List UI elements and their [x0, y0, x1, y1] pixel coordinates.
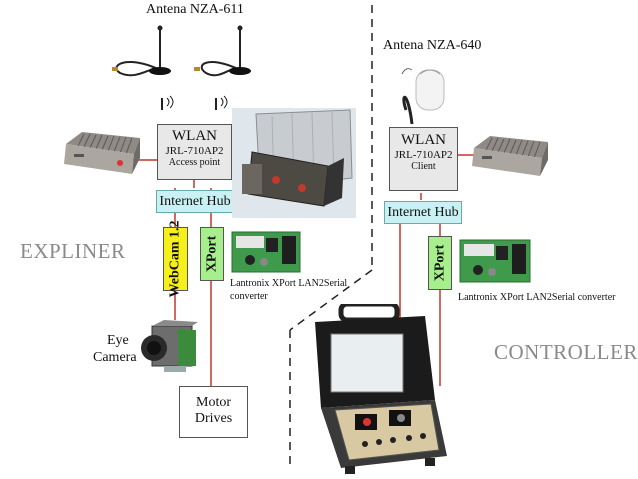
- xport-right-box: XPort: [428, 236, 452, 290]
- region-controller-label: CONTROLLER: [494, 340, 638, 364]
- wlan-title: WLAN: [172, 128, 217, 144]
- xport-left-box: XPort: [200, 227, 224, 281]
- antenna-left-label: Antena NZA-611: [146, 2, 244, 17]
- eye-camera-icon: [141, 320, 198, 372]
- wlan-client-box: WLAN JRL-710AP2 Client: [389, 127, 458, 191]
- xport-board-right-icon: [459, 239, 531, 283]
- camera-label-line2: Camera: [93, 350, 137, 365]
- divider-diagonal: [289, 269, 373, 331]
- webcam-label: WebCam 1.2: [167, 220, 183, 298]
- xport-board-left-icon: [231, 231, 301, 273]
- camera-label-line1: Eye: [107, 333, 129, 348]
- controller-case-photo: [315, 304, 447, 474]
- wlan-mode: Access point: [168, 157, 221, 168]
- wlan-access-point-box: WLAN JRL-710AP2 Access point: [157, 124, 232, 180]
- motor-label-line2: Drives: [194, 411, 233, 426]
- motor-drives-box: Motor Drives: [179, 386, 248, 438]
- antenna-nza611-icon: [112, 25, 251, 77]
- wlan-model: JRL-710AP2: [165, 145, 224, 157]
- wifi-signal-icon: [215, 95, 228, 110]
- motor-label-line1: Motor: [196, 395, 231, 410]
- antenna-right-label: Antena NZA-640: [383, 38, 482, 53]
- internet-hub-right: Internet Hub: [384, 201, 462, 224]
- wlan-right-model: JRL-710AP2: [394, 149, 453, 161]
- router-device-left-icon: [64, 132, 140, 174]
- wlan-right-title: WLAN: [401, 132, 446, 148]
- xport-left-caption-1: Lantronix XPort LAN2Serial: [230, 278, 348, 289]
- webcam-box: WebCam 1.2: [163, 221, 188, 298]
- wlan-right-mode: Client: [411, 161, 436, 172]
- xport-right-label: XPort: [432, 244, 448, 282]
- wifi-signal-icon: [161, 95, 174, 110]
- antenna-nza640-icon: [401, 68, 445, 125]
- xport-left-label: XPort: [204, 235, 220, 273]
- xport-right-caption: Lantronix XPort LAN2Serial converter: [458, 292, 616, 303]
- router-device-right-icon: [472, 136, 548, 176]
- internet-hub-left: Internet Hub: [156, 190, 234, 213]
- region-explorer-label: EXPLINER: [20, 239, 126, 263]
- explorer-robot-photo: [232, 108, 356, 218]
- xport-left-caption-2: converter: [230, 291, 268, 302]
